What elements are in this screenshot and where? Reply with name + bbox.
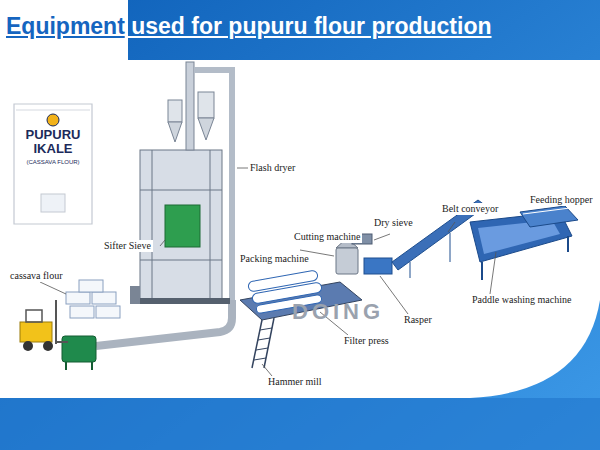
flash-dryer-tower-part <box>140 150 222 300</box>
flash-dryer-tower-part <box>152 150 153 300</box>
product-subtitle: (CASSAVA FLOUR) <box>26 158 79 166</box>
paddle-washing-machine-part <box>478 220 560 254</box>
flash-dryer-tower-part <box>96 300 232 346</box>
flour-bags-part <box>70 306 94 318</box>
equipment-label: Hammer mill <box>266 376 324 388</box>
leader-lines-part <box>380 276 408 314</box>
leader-lines-part <box>448 222 455 232</box>
flour-bags-part <box>79 280 103 292</box>
equipment-label: Feeding hopper <box>528 194 595 206</box>
equipment-label: Filter press <box>342 335 391 347</box>
filter-press-part <box>264 318 274 368</box>
bag-zipper <box>16 110 90 111</box>
leader-lines-part <box>160 240 165 246</box>
product-bag: PUPURU IKALE (CASSAVA FLOUR) <box>8 98 98 228</box>
bag-logo <box>47 114 59 126</box>
belt-conveyor-part <box>410 262 411 278</box>
feeding-hopper-part <box>520 206 578 227</box>
flash-dryer-tower-part <box>168 100 182 122</box>
bottom-band <box>0 398 600 450</box>
filter-press-part <box>258 338 270 340</box>
cutting-machine-and-rasper-part <box>336 248 358 274</box>
hammer-mill-part <box>91 362 93 370</box>
leader-lines-part <box>40 282 66 294</box>
feeding-hopper <box>520 206 578 227</box>
leader-lines-part <box>262 364 272 376</box>
flour-bags-part <box>96 306 120 318</box>
flash-dryer-tower-part <box>194 70 232 300</box>
forklift-part <box>55 300 57 344</box>
flash-dryer-tower-part <box>210 150 211 300</box>
flour-bags-part <box>92 292 116 304</box>
flash-dryer-tower-part <box>140 260 222 261</box>
bag-body <box>14 104 92 224</box>
flour-bags-part <box>66 292 90 304</box>
equipment-label: Belt conveyor <box>440 203 500 215</box>
leader-lines-part <box>545 208 546 209</box>
product-name: PUPURU IKALE <box>18 128 88 156</box>
equipment-label: Flash dryer <box>248 162 297 174</box>
equipment-label: Dry sieve <box>372 217 415 229</box>
forklift-part <box>26 310 42 322</box>
flash-dryer-tower-part <box>140 190 222 191</box>
forklift <box>20 300 68 351</box>
flash-dryer-tower-part <box>165 205 200 247</box>
belt-conveyor-part <box>450 233 451 262</box>
hammer-mill-part <box>65 362 67 370</box>
title-white-panel <box>0 0 128 60</box>
forklift-part <box>56 341 68 343</box>
forklift-part <box>23 341 33 351</box>
leader-lines-part <box>374 234 390 240</box>
filter-press-part <box>260 328 272 330</box>
paddle-washing-machine-part <box>567 236 569 252</box>
flour-bags <box>66 280 120 318</box>
forklift-part <box>43 341 53 351</box>
filter-press-part <box>254 358 266 360</box>
leader-lines-part <box>237 168 248 169</box>
equipment-label: Rasper <box>402 314 434 326</box>
watermark: DOING <box>292 300 384 324</box>
flash-dryer-tower-part <box>138 298 230 304</box>
title-heading: Equipment used for pupuru flour producti… <box>6 12 492 40</box>
equipment-label: Paddle washing machine <box>470 294 573 306</box>
white-panel <box>0 60 600 398</box>
equipment-label: Sifter Sieve <box>102 240 153 252</box>
leader-lines <box>40 168 545 376</box>
flash-dryer-tower-part <box>186 62 194 150</box>
flash-dryer-tower-part <box>198 92 214 118</box>
hammer-mill-part <box>62 336 96 362</box>
equipment-label: Cutting machine <box>292 231 362 243</box>
filter-press-part <box>256 348 268 350</box>
forklift-part <box>20 322 52 342</box>
feeding-hopper-part <box>523 208 570 214</box>
flash-dryer-tower-part <box>130 286 140 304</box>
leader-lines-part <box>490 252 496 294</box>
flash-dryer-tower-part <box>168 122 182 142</box>
cutting-machine-and-rasper-part <box>364 258 392 274</box>
equipment-label: Packing machine <box>238 253 311 265</box>
bag-picture <box>41 194 65 212</box>
equipment-label: cassava flour <box>8 270 64 282</box>
paddle-washing-machine-part <box>481 262 483 280</box>
filter-press-part <box>252 320 262 368</box>
flash-dryer-tower-part <box>198 118 214 140</box>
